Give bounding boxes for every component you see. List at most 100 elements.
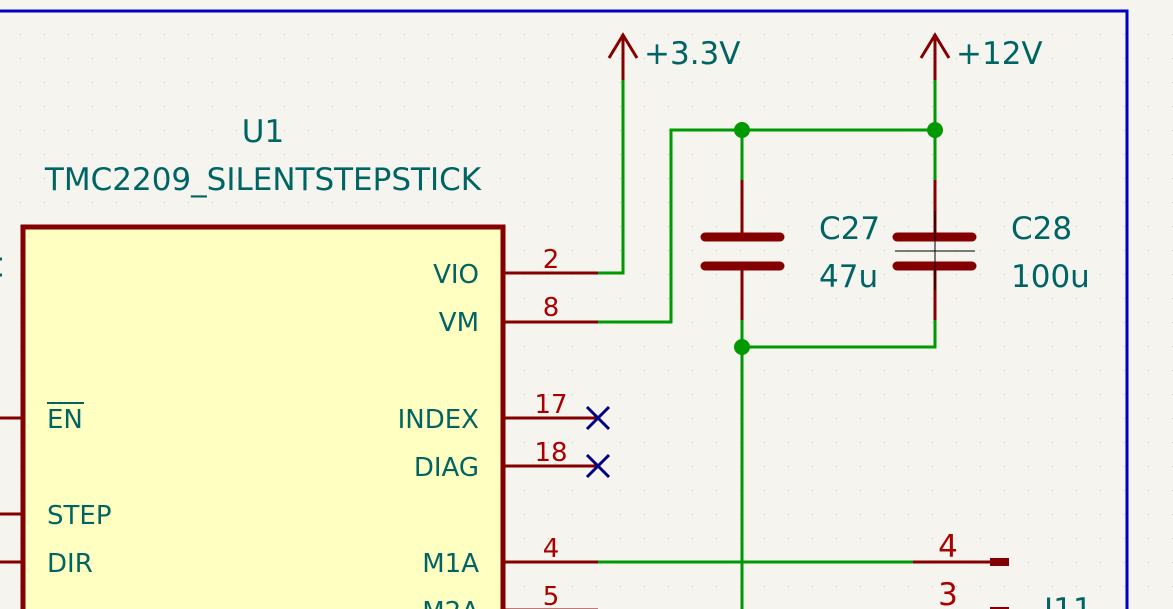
grid-dot — [596, 538, 597, 539]
junction[interactable] — [734, 122, 750, 138]
grid-dot — [452, 106, 453, 107]
grid-dot — [788, 34, 789, 35]
grid-dot — [620, 298, 621, 299]
no-connect-diag[interactable] — [585, 453, 611, 479]
grid-dot — [908, 298, 909, 299]
grid-dot — [452, 154, 453, 155]
grid-dot — [692, 394, 693, 395]
grid-dot — [788, 106, 789, 107]
grid-dot — [908, 418, 909, 419]
u1-reference[interactable]: U1 — [242, 114, 284, 150]
grid-dot — [596, 442, 597, 443]
grid-dot — [764, 106, 765, 107]
grid-dot — [908, 394, 909, 395]
grid-dot — [164, 130, 165, 131]
grid-dot — [716, 418, 717, 419]
u1-value[interactable]: TMC2209_SILENTSTEPSTICK — [44, 162, 482, 198]
grid-dot — [356, 130, 357, 131]
u1-body[interactable] — [20, 224, 506, 609]
power-3v3[interactable]: +3.3V — [607, 32, 740, 80]
grid-dot — [980, 514, 981, 515]
grid-dot — [740, 34, 741, 35]
c28-symbol[interactable]: C28 100u — [892, 180, 1090, 320]
grid-dot — [716, 178, 717, 179]
grid-dot — [644, 346, 645, 347]
grid-dot — [1052, 346, 1053, 347]
u1-symbol[interactable]: EN STEP DIR VIO VM INDEX DIAG M1A M2A 2 … — [0, 224, 598, 609]
junction[interactable] — [927, 122, 943, 138]
c27-symbol[interactable]: C27 47u — [700, 180, 880, 320]
grid-dot — [644, 442, 645, 443]
pin-name-step: STEP — [47, 501, 112, 531]
grid-dot — [1076, 442, 1077, 443]
grid-dot — [956, 154, 957, 155]
c28-reference[interactable]: C28 — [1011, 211, 1072, 247]
c27-value[interactable]: 47u — [819, 259, 878, 295]
grid-dot — [980, 586, 981, 587]
grid-dot — [1052, 394, 1053, 395]
grid-dot — [836, 58, 837, 59]
grid-dot — [116, 34, 117, 35]
grid-dot — [1076, 322, 1077, 323]
grid-dot — [524, 586, 525, 587]
grid-dot — [356, 106, 357, 107]
grid-dot — [836, 250, 837, 251]
grid-dot — [572, 226, 573, 227]
grid-dot — [1052, 418, 1053, 419]
grid-dot — [188, 202, 189, 203]
grid-dot — [908, 466, 909, 467]
grid-dot — [716, 34, 717, 35]
grid-dot — [884, 82, 885, 83]
grid-dot — [1052, 202, 1053, 203]
grid-dot — [788, 514, 789, 515]
grid-dot — [1100, 154, 1101, 155]
grid-dot — [692, 250, 693, 251]
grid-dot — [428, 154, 429, 155]
grid-dot — [932, 514, 933, 515]
grid-dot — [20, 130, 21, 131]
grid-dot — [1124, 442, 1125, 443]
grid-dot — [644, 274, 645, 275]
grid-dot — [548, 58, 549, 59]
grid-dot — [1076, 370, 1077, 371]
no-connect-index[interactable] — [585, 405, 611, 431]
grid-dot — [188, 106, 189, 107]
grid-dot — [404, 58, 405, 59]
grid-dot — [860, 82, 861, 83]
grid-dot — [572, 298, 573, 299]
grid-dot — [980, 58, 981, 59]
grid-dot — [764, 490, 765, 491]
grid-dot — [980, 226, 981, 227]
grid-dot — [1028, 586, 1029, 587]
grid-dot — [716, 298, 717, 299]
c28-value[interactable]: 100u — [1011, 259, 1090, 295]
c27-reference[interactable]: C27 — [819, 211, 880, 247]
grid-dot — [140, 130, 141, 131]
grid-dot — [20, 178, 21, 179]
power-12v[interactable]: +12V — [919, 32, 1043, 80]
wire-vm[interactable] — [598, 128, 935, 324]
grid-dot — [116, 202, 117, 203]
grid-dot — [644, 466, 645, 467]
grid-dot — [1076, 514, 1077, 515]
wire-gnd[interactable] — [740, 320, 937, 349]
wire-vio[interactable] — [598, 80, 625, 275]
grid-dot — [356, 82, 357, 83]
grid-dot — [1100, 58, 1101, 59]
grid-dot — [1148, 562, 1149, 563]
grid-dot — [788, 82, 789, 83]
grid-dot — [596, 298, 597, 299]
j11-reference[interactable]: J11 — [1042, 592, 1093, 609]
grid-dot — [1076, 130, 1077, 131]
grid-dot — [836, 322, 837, 323]
grid-dot — [836, 178, 837, 179]
grid-dot — [740, 58, 741, 59]
grid-dot — [572, 58, 573, 59]
pin-name-m2a: M2A — [422, 597, 479, 609]
grid-dot — [140, 106, 141, 107]
grid-dot — [332, 82, 333, 83]
j11-symbol[interactable]: 4 3 J11 — [913, 529, 1093, 609]
junction[interactable] — [734, 339, 750, 355]
grid-dot — [116, 154, 117, 155]
